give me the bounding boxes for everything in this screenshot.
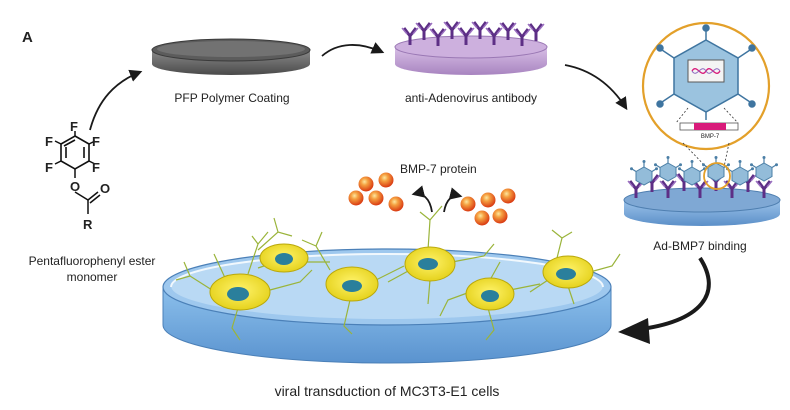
virus-fibers <box>656 24 756 120</box>
osteoblast-cell <box>439 261 541 341</box>
carbonyl-oxygen-label: O <box>100 181 110 196</box>
flow-arrow <box>89 69 143 131</box>
fluorine-label: F <box>70 119 78 134</box>
virus-inset: BMP-7 <box>641 21 771 173</box>
bmp7-protein-cluster <box>348 172 404 212</box>
panel-letter: A <box>22 29 33 46</box>
gene-label: BMP-7 <box>701 134 720 140</box>
fluorine-label: F <box>92 134 100 149</box>
dna-icon <box>691 68 721 74</box>
ad-binding-dish <box>623 155 781 226</box>
antibody-label: anti-Adenovirus antibody <box>405 91 537 105</box>
cell-nucleus <box>227 287 249 301</box>
flow-arrow-large <box>633 256 711 332</box>
osteoblast-cell <box>387 205 495 305</box>
bmp7-gene-bar <box>694 123 726 130</box>
flow-arrow <box>564 64 628 111</box>
antibody-coated-dish <box>394 20 548 75</box>
cell-nucleus <box>556 268 576 280</box>
cell-layer <box>175 205 621 341</box>
secretion-arrow <box>443 187 463 213</box>
bmp7-protein-label: BMP-7 protein <box>400 162 477 176</box>
arrowhead <box>618 318 650 344</box>
bmp7-protein-cluster <box>460 188 516 226</box>
pfp-coating-label: PFP Polymer Coating <box>174 91 289 105</box>
monomer-label-line1: Pentafluorophenyl ester <box>29 254 156 268</box>
cell-nucleus <box>342 280 362 292</box>
osteoblast-cell <box>529 229 621 305</box>
fluorine-label: F <box>45 160 53 175</box>
ad-binding-label: Ad-BMP7 binding <box>653 239 746 253</box>
fluorine-label: F <box>92 160 100 175</box>
monomer-label-line2: monomer <box>67 270 118 284</box>
cell-nucleus <box>275 253 293 265</box>
oxygen-label: O <box>70 179 80 194</box>
pfp-monomer-structure: F F F F F O O R <box>45 119 110 232</box>
r-group-label: R <box>83 217 93 232</box>
secretion-arrow <box>411 185 433 213</box>
flow-arrow <box>321 42 385 57</box>
transduction-caption: viral transduction of MC3T3-E1 cells <box>275 383 500 399</box>
pfp-coated-dish <box>151 38 311 75</box>
osteoblast-cell <box>301 231 405 335</box>
fluorine-label: F <box>45 134 53 149</box>
magnify-circle <box>703 162 731 190</box>
osteoblast-cell <box>175 231 313 341</box>
cell-nucleus <box>418 258 438 270</box>
cell-nucleus <box>481 290 499 302</box>
